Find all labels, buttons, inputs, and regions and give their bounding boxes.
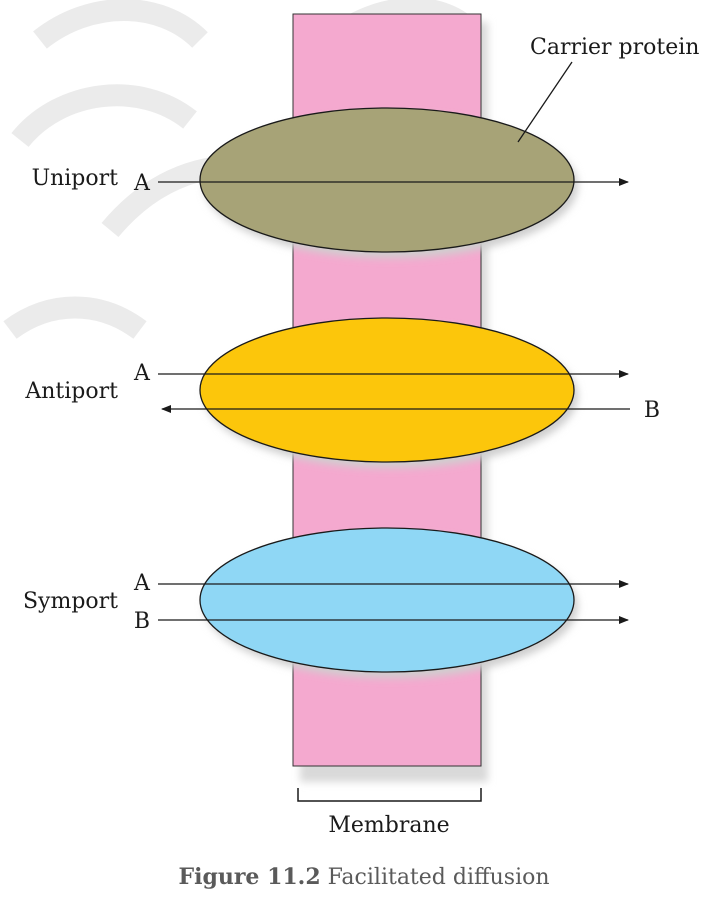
antiport-arrow-a-label: A — [133, 361, 151, 386]
symport-arrow-a-label: A — [133, 571, 151, 596]
membrane-label: Membrane — [328, 813, 449, 838]
uniport-label: Uniport — [32, 166, 119, 191]
symport-arrow-b-label: B — [134, 609, 150, 634]
membrane-bracket — [297, 788, 482, 802]
antiport-carrier-protein — [199, 317, 575, 463]
symport-carrier-protein — [199, 527, 575, 673]
uniport-arrow-a-label: A — [133, 171, 151, 196]
figure-title: Facilitated diffusion — [327, 865, 550, 890]
antiport-arrow-b-label: B — [644, 398, 660, 423]
uniport-carrier-protein — [199, 107, 575, 253]
figure-number: Figure 11.2 — [178, 864, 321, 890]
transport-arrows — [158, 178, 630, 624]
carrier-proteins — [199, 107, 578, 678]
antiport-label: Antiport — [24, 379, 118, 404]
carrier-protein-label: Carrier protein — [530, 35, 699, 60]
figure-caption: Figure 11.2 Facilitated diffusion — [0, 864, 728, 890]
symport-label: Symport — [23, 589, 118, 614]
carrier-pointer-line — [517, 61, 573, 143]
